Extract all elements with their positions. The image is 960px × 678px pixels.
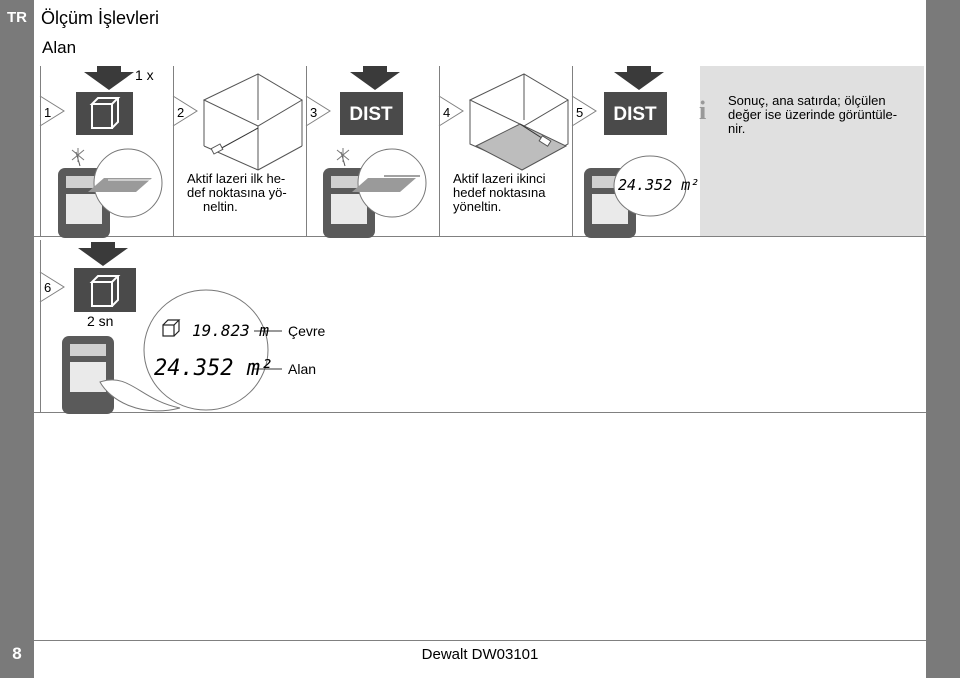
- info-line: nir.: [728, 121, 746, 136]
- display-bubble: [352, 148, 427, 218]
- caption-line: def noktasına yö-: [187, 185, 287, 200]
- arrow-down-icon: [350, 66, 400, 90]
- room-floor-illustration: [468, 73, 569, 171]
- display-bubble: [613, 155, 687, 217]
- grid-line: [40, 240, 41, 412]
- display-perimeter-value: 19.823 m: [192, 321, 270, 340]
- caption-line: Aktif lazeri ikinci: [453, 171, 546, 186]
- page-number: 8: [12, 644, 22, 663]
- grid-line: [40, 66, 41, 236]
- dist-button-icon: DIST: [604, 92, 667, 135]
- step-2-caption: Aktif lazeri ilk he- def noktasına yö- n…: [187, 172, 287, 214]
- display-area-value: 24.352 m²: [618, 176, 700, 194]
- step-4-caption: Aktif lazeri ikinci hedef noktasına yöne…: [453, 172, 546, 214]
- grid-line: [34, 236, 926, 237]
- arrow-down-icon: [78, 242, 128, 266]
- grid-line: [306, 66, 307, 236]
- footer-rule: [34, 640, 926, 641]
- room-wall-illustration: [202, 73, 303, 171]
- hold-duration-label: 2 sn: [87, 313, 114, 329]
- area-key-icon: [74, 268, 136, 312]
- step-number-6: 6: [44, 280, 52, 295]
- display-area-value: 24.352 m²: [154, 356, 274, 381]
- perimeter-icon: [162, 319, 181, 337]
- caption-line: neltin.: [203, 199, 238, 214]
- grid-line: [34, 412, 926, 413]
- arrow-down-icon: [614, 66, 664, 90]
- dist-button-icon: DIST: [340, 92, 403, 135]
- step-number-3: 3: [310, 105, 318, 120]
- perimeter-label: Çevre: [288, 323, 326, 339]
- section-title: Alan: [42, 38, 77, 57]
- arrow-down-icon: [84, 66, 134, 90]
- area-label: Alan: [288, 361, 317, 377]
- page-title: Ölçüm İşlevleri: [41, 8, 160, 28]
- caption-line: yöneltin.: [453, 199, 502, 214]
- left-sidebar: [0, 0, 34, 678]
- info-text: Sonuç, ana satırda; ölçülen değer ise üz…: [728, 94, 920, 136]
- svg-text:DIST: DIST: [349, 104, 393, 125]
- grid-line: [173, 66, 174, 236]
- step-number-5: 5: [576, 105, 584, 120]
- step-number-1: 1: [44, 105, 52, 120]
- step-number-2: 2: [177, 105, 185, 120]
- right-sidebar: [926, 0, 960, 678]
- press-count-label: 1 x: [135, 67, 154, 83]
- caption-line: Aktif lazeri ilk he-: [187, 171, 286, 186]
- caption-line: hedef noktasına: [453, 185, 546, 200]
- language-tag: TR: [7, 9, 27, 26]
- footer-model: Dewalt DW03101: [421, 646, 539, 663]
- display-bubble: [88, 148, 163, 218]
- info-line: Sonuç, ana satırda; ölçülen: [728, 93, 886, 108]
- info-icon: i: [699, 96, 707, 125]
- grid-line: [572, 66, 573, 236]
- step-number-4: 4: [443, 105, 451, 120]
- laser-device-illustration: [62, 336, 114, 414]
- info-box: [700, 66, 924, 236]
- grid-line: [439, 66, 440, 236]
- info-line: değer ise üzerinde görüntüle-: [728, 107, 898, 122]
- svg-text:DIST: DIST: [613, 104, 657, 125]
- area-key-icon: [76, 92, 133, 135]
